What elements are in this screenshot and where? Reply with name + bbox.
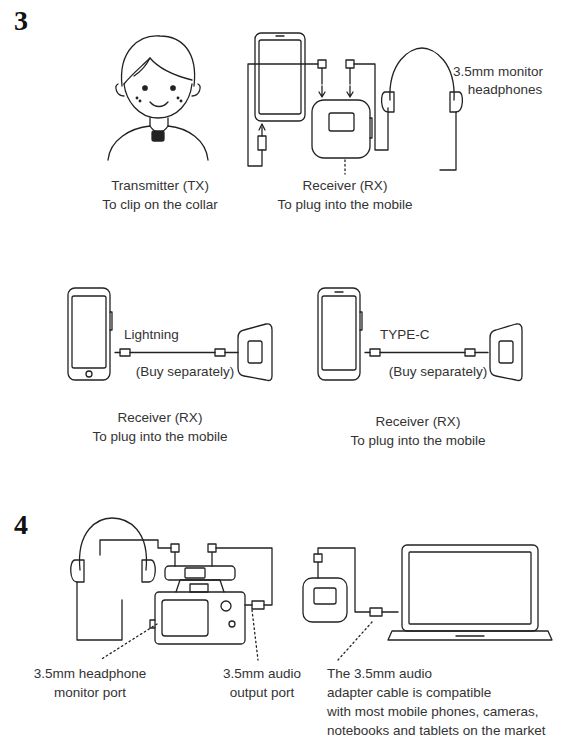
type-c-cable [365, 349, 488, 356]
lightning-cable [115, 349, 238, 356]
receiver-device [238, 324, 272, 381]
caption-text: To plug into the mobile [92, 429, 227, 445]
camera-body [150, 566, 252, 644]
caption-text: 3.5mm headphone [34, 666, 147, 682]
audio-cable [248, 60, 388, 174]
headphones [382, 48, 463, 170]
receiver-device [312, 100, 372, 158]
caption-text: Receiver (RX) [118, 410, 203, 426]
smartphone [68, 288, 112, 380]
caption-text: Receiver (RX) [303, 178, 388, 194]
caption-text: To plug into the mobile [277, 197, 412, 213]
caption-text: 3.5mm audio [223, 666, 301, 682]
caption-text: with most mobile phones, cameras, [327, 704, 539, 720]
cable-label: TYPE-C [378, 327, 432, 343]
caption-text: To plug into the mobile [350, 433, 485, 449]
caption-text: adapter cable is compatible [327, 685, 491, 701]
callout-number: 4 [14, 510, 28, 540]
cable-label: (Buy separately) [134, 364, 236, 380]
caption-text: Receiver (RX) [376, 414, 461, 430]
headphones [71, 518, 156, 640]
caption-text: 3.5mm monitor [453, 64, 543, 80]
caption-text: monitor port [54, 685, 126, 701]
caption-text: Transmitter (TX) [111, 178, 209, 194]
laptop [388, 545, 552, 640]
caption-text: notebooks and tablets on the market [327, 723, 545, 739]
person-figure [108, 36, 208, 160]
smartphone [318, 288, 362, 380]
smartphone [255, 33, 305, 121]
caption-text: To clip on the collar [102, 197, 218, 213]
audio-cable [100, 540, 272, 660]
callout-number: 3 [14, 6, 28, 36]
receiver-device [490, 324, 522, 381]
caption-text: headphones [468, 82, 542, 98]
cable-label: Lightning [122, 327, 181, 343]
receiver-device [303, 548, 398, 660]
caption-text: The 3.5mm audio [327, 666, 432, 682]
caption-text: output port [230, 685, 295, 701]
cable-label: (Buy separately) [387, 364, 489, 380]
